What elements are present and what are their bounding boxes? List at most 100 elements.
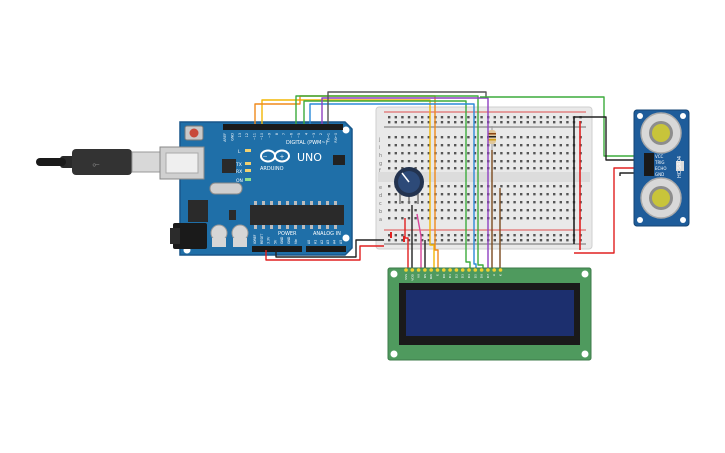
led-tx-label: TX bbox=[235, 162, 242, 168]
lcd-pin-label: E bbox=[436, 274, 440, 276]
lcd-pin[interactable] bbox=[492, 268, 497, 272]
lcd-pin[interactable] bbox=[429, 268, 434, 272]
svg-text:h: h bbox=[379, 153, 382, 159]
lcd-pin[interactable] bbox=[460, 268, 465, 272]
lcd-pin-label: K bbox=[499, 273, 503, 276]
wire-sensor-gnd[interactable] bbox=[619, 172, 640, 176]
power-pin-label: GND bbox=[280, 236, 284, 244]
svg-text:e: e bbox=[379, 185, 382, 191]
wire-dark[interactable] bbox=[327, 91, 487, 124]
wire-green-2[interactable] bbox=[295, 95, 484, 268]
power-pin-label: IOREF bbox=[253, 234, 257, 244]
digital-pin-label: ~6 bbox=[290, 133, 294, 138]
digital-pin-label: 12 bbox=[245, 133, 249, 137]
svg-text:j: j bbox=[378, 137, 380, 143]
sensor-pin-trig: TRIG bbox=[654, 160, 665, 165]
arduino-uno-board[interactable]: L TX RX ON − + UNO ARDUINO DIGITAL (PWM~… bbox=[159, 121, 353, 256]
wire-green[interactable] bbox=[303, 100, 471, 268]
lcd-pin-label: D3 bbox=[461, 274, 465, 278]
lcd-pin-label: D1 bbox=[448, 274, 452, 278]
lcd-pin-label: D2 bbox=[454, 274, 458, 278]
breadboard-holes bbox=[388, 116, 582, 242]
lcd-pin-label: RS bbox=[423, 274, 427, 278]
lcd-pin[interactable] bbox=[404, 268, 408, 272]
wire-gnd[interactable] bbox=[275, 239, 384, 258]
lcd-pin-label: RW bbox=[429, 274, 433, 279]
svg-text:a: a bbox=[379, 217, 382, 223]
led-l-label: L bbox=[238, 149, 241, 155]
digital-pin-label: 7 bbox=[282, 133, 286, 135]
lcd-pin-label: V0 bbox=[417, 274, 421, 278]
wire-sensor-vcc[interactable] bbox=[480, 96, 640, 157]
lcd-pin[interactable] bbox=[454, 268, 459, 272]
svg-text:f: f bbox=[379, 168, 381, 174]
usb-cable: ⟜ bbox=[36, 149, 163, 175]
lcd-pin[interactable] bbox=[416, 268, 421, 272]
led-rx-label: RX bbox=[236, 169, 242, 175]
digital-pin-label: 8 bbox=[275, 133, 279, 135]
lcd-pin[interactable] bbox=[473, 268, 478, 272]
lcd-pin[interactable] bbox=[479, 268, 484, 272]
svg-text:−: − bbox=[262, 153, 267, 160]
lcd-pin-label: D5 bbox=[473, 274, 477, 278]
lcd-pin-label: D7 bbox=[486, 274, 490, 278]
led-on-label: ON bbox=[236, 178, 243, 184]
digital-pin-label: 4 bbox=[304, 133, 308, 135]
svg-text:g: g bbox=[379, 161, 382, 167]
resistor[interactable] bbox=[488, 126, 496, 150]
potentiometer[interactable] bbox=[394, 167, 424, 204]
wire-purple[interactable] bbox=[321, 97, 489, 268]
analog-pin-label: A2 bbox=[320, 240, 324, 244]
breadboard-row-letters: j i h g f e d c b a bbox=[378, 137, 382, 223]
arduino-logo: − + bbox=[260, 149, 290, 163]
wire-lcd-v0[interactable] bbox=[416, 213, 422, 268]
digital-pin-label: GND bbox=[230, 133, 234, 141]
wire-sensor-trig[interactable] bbox=[574, 116, 640, 161]
digital-pin-label: AREF bbox=[223, 133, 227, 142]
lcd-pin[interactable] bbox=[498, 268, 503, 272]
analog-header[interactable] bbox=[306, 246, 346, 252]
svg-text:b: b bbox=[379, 209, 382, 215]
wire-5v[interactable] bbox=[265, 245, 384, 261]
ultrasonic-sensor[interactable]: VCC TRIG ECHO GND HC-SR04 bbox=[633, 109, 690, 227]
lcd-pin[interactable] bbox=[435, 268, 440, 272]
power-header[interactable] bbox=[252, 246, 302, 252]
wire-lcd-vdd[interactable] bbox=[404, 218, 409, 268]
svg-text:c: c bbox=[379, 201, 382, 207]
power-pin-label: RESET bbox=[260, 234, 264, 244]
digital-header[interactable] bbox=[223, 124, 343, 130]
digital-pin-label: RX←0 bbox=[334, 133, 338, 143]
lcd-pin-label: D4 bbox=[467, 274, 471, 278]
board-model-label: UNO bbox=[297, 151, 322, 164]
analog-pin-label: A0 bbox=[307, 240, 311, 244]
wire-sensor-vcc-rail[interactable] bbox=[574, 167, 640, 254]
lcd-pin[interactable] bbox=[467, 268, 471, 272]
lcd-pin[interactable] bbox=[410, 268, 415, 272]
power-pin-label: GND bbox=[287, 236, 291, 244]
digital-pin-label: ~5 bbox=[297, 133, 301, 138]
digital-pin-label: TX→1 bbox=[327, 133, 331, 143]
analog-header-label: ANALOG IN bbox=[313, 231, 341, 237]
digital-pin-label: ~3 bbox=[312, 133, 316, 138]
lcd-pin-label: VDD bbox=[410, 273, 414, 280]
lcd-pin[interactable] bbox=[423, 268, 427, 272]
analog-pin-label: A1 bbox=[313, 240, 317, 244]
svg-text:+: + bbox=[279, 154, 284, 161]
power-header-label: POWER bbox=[278, 231, 297, 237]
sensor-pin-echo: ECHO bbox=[655, 166, 666, 171]
wire-blue[interactable] bbox=[309, 103, 477, 268]
wires bbox=[254, 91, 640, 268]
lcd-pin-label: D0 bbox=[442, 274, 446, 278]
chip-pins bbox=[254, 201, 337, 229]
svg-text:i: i bbox=[379, 145, 380, 151]
lcd-pin[interactable] bbox=[442, 268, 446, 272]
digital-pin-label: 2 bbox=[319, 133, 323, 135]
sensor-pin-gnd: GND bbox=[655, 172, 664, 177]
lcd-pin[interactable] bbox=[448, 268, 452, 272]
lcd-pin[interactable] bbox=[486, 268, 490, 272]
lcd-screen bbox=[406, 290, 574, 336]
